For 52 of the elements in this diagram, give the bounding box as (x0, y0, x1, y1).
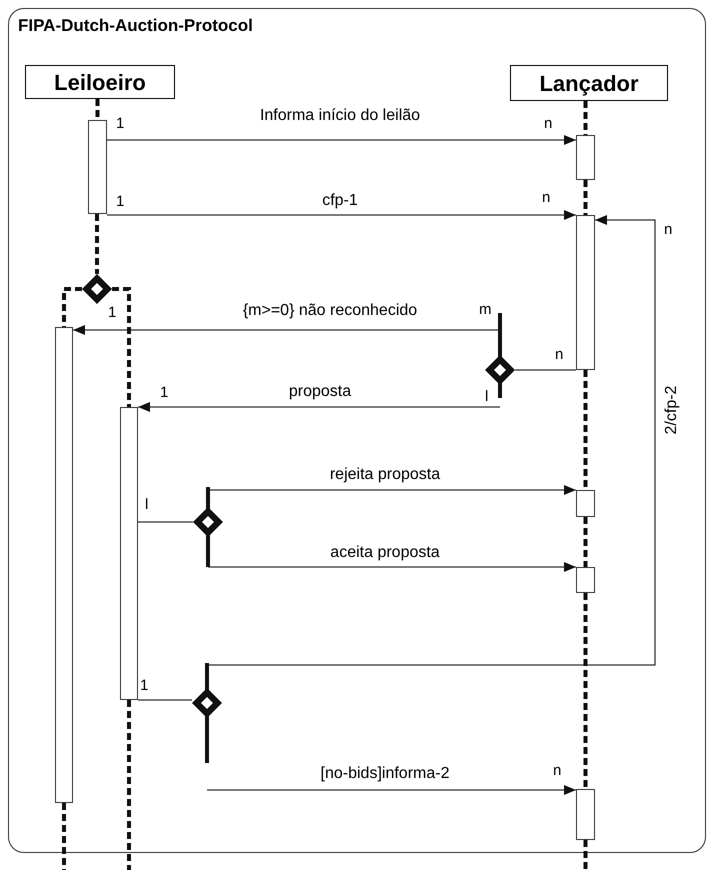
message-arrow (106, 210, 576, 220)
frame-title: FIPA-Dutch-Auction-Protocol (18, 15, 253, 36)
multiplicity-label: n (555, 347, 564, 362)
lifeline (112, 287, 131, 407)
multiplicity-label: 1 (116, 194, 124, 209)
lifeline (584, 517, 588, 567)
lifeline (584, 370, 588, 490)
edge-label: aceita proposta (328, 545, 442, 561)
actor-box: Lançador (510, 65, 668, 101)
lifeline (62, 287, 82, 327)
lifeline (96, 99, 100, 120)
lifeline (584, 593, 588, 789)
activation-bar (120, 407, 138, 700)
message-arrow (106, 135, 576, 145)
multiplicity-label: n (664, 222, 672, 237)
edge-label: cfp-1 (320, 193, 360, 209)
activation-bar (88, 120, 107, 214)
activation-bar (576, 789, 595, 840)
multiplicity-label: 1 (140, 678, 148, 693)
multiplicity-label: l (145, 497, 148, 512)
multiplicity-label: n (544, 116, 552, 131)
edge-label: proposta (286, 384, 354, 400)
multiplicity-label: l (485, 389, 488, 404)
multiplicity-label: m (479, 302, 492, 317)
activation-bar (576, 135, 595, 180)
lifeline (95, 214, 99, 274)
multiplicity-label: 1 (108, 305, 116, 320)
lifeline (584, 101, 588, 135)
message-arrow (208, 485, 576, 495)
activation-bar (55, 327, 73, 803)
edge-label: 2/cfp-2 (664, 384, 680, 436)
lifeline (584, 180, 588, 215)
message-arrow (138, 402, 500, 412)
multiplicity-label: n (542, 190, 550, 205)
multiplicity-label: n (553, 763, 562, 778)
activation-bar (576, 567, 595, 593)
message-arrow (206, 215, 656, 666)
edge-label: {m>=0} não reconhecido (240, 303, 420, 319)
message-arrow (72, 325, 500, 335)
decision-diamond (485, 313, 515, 398)
actor-box: Leiloeiro (25, 65, 175, 99)
decision-diamond (82, 274, 112, 304)
multiplicity-label: 1 (160, 385, 168, 400)
activation-bar (576, 490, 595, 517)
decision-diamond (192, 663, 222, 763)
edge-label: [no-bids]informa-2 (318, 766, 452, 782)
message-arrow (208, 562, 576, 572)
message-arrow (206, 785, 576, 795)
edge-label: rejeita proposta (328, 467, 442, 483)
decision-diamond (193, 487, 223, 567)
activation-bar (576, 215, 595, 370)
multiplicity-label: 1 (116, 116, 124, 131)
